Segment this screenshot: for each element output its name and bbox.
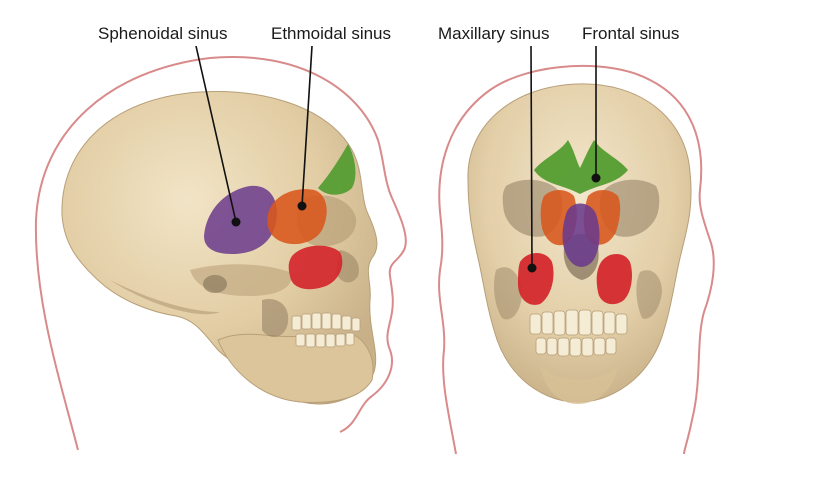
front-frontal-sinus xyxy=(534,140,628,194)
label-sphenoidal-sinus: Sphenoidal sinus xyxy=(98,24,228,43)
side-maxillary-sinus xyxy=(288,245,343,290)
leader-dot-frontal xyxy=(591,173,601,183)
front-head-outline xyxy=(438,64,715,455)
front-maxillary-sinus-right xyxy=(596,253,632,305)
front-ethmoidal-sinus xyxy=(540,190,621,246)
front-view xyxy=(438,64,715,455)
side-head-outline xyxy=(34,56,407,451)
side-view xyxy=(34,56,407,451)
side-frontal-sinus xyxy=(318,144,356,195)
front-cheek-shadow-left xyxy=(494,267,522,320)
front-sphenoidal-sinus xyxy=(562,203,600,267)
leader-maxillary xyxy=(530,45,533,269)
side-sphenoidal-sinus xyxy=(204,185,277,254)
front-maxillary-sinus-left xyxy=(518,253,554,305)
side-ethmoidal-sinus xyxy=(267,189,327,245)
label-frontal-sinus: Frontal sinus xyxy=(582,24,680,43)
front-cheek-shadow-right xyxy=(636,270,662,319)
leader-sphenoidal xyxy=(195,45,237,223)
leader-dot-ethmoidal xyxy=(297,201,307,211)
side-teeth xyxy=(291,312,361,348)
front-teeth xyxy=(529,309,628,357)
leader-ethmoidal xyxy=(301,45,313,207)
label-maxillary-sinus: Maxillary sinus xyxy=(438,24,550,43)
label-ethmoidal-sinus: Ethmoidal sinus xyxy=(271,24,392,43)
leader-dot-maxillary xyxy=(527,263,537,273)
leader-dot-sphenoidal xyxy=(231,217,241,227)
front-chin xyxy=(540,366,618,404)
leaders xyxy=(195,45,601,273)
side-ear-canal xyxy=(203,275,227,293)
side-jaw-shadow xyxy=(262,298,289,337)
